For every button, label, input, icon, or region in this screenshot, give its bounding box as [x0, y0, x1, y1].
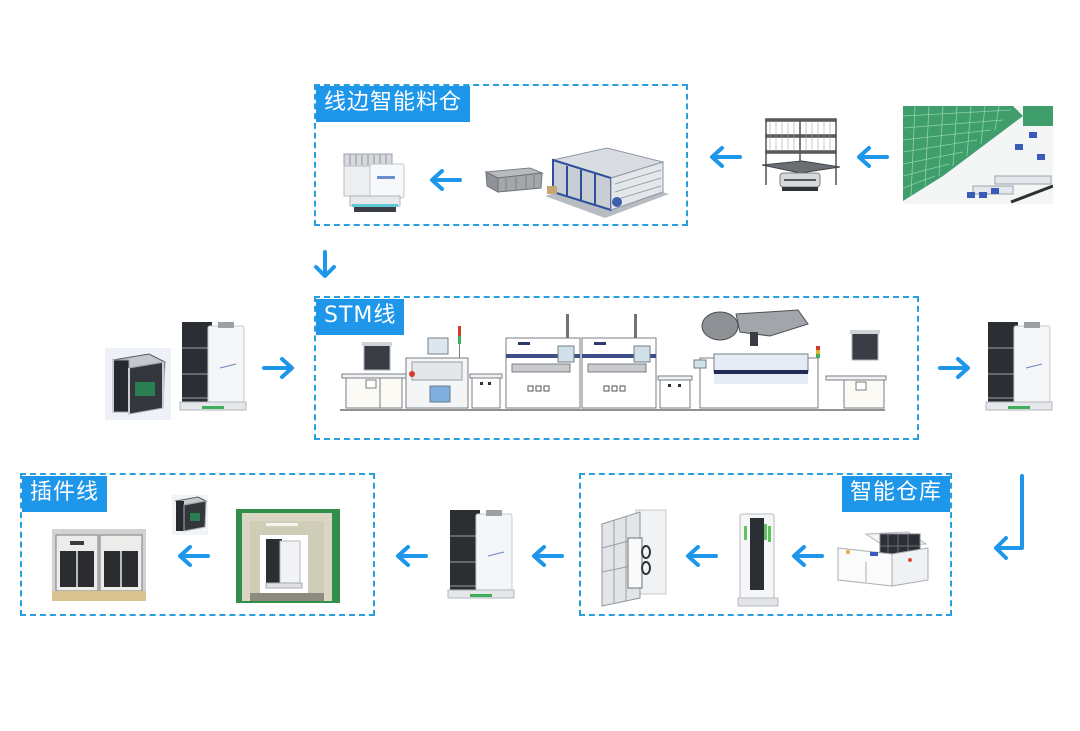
tray-agv-robot — [340, 148, 410, 216]
warehouse-label: 智能仓库 — [842, 476, 951, 512]
arrow-left-icon — [428, 169, 462, 191]
elevator-with-agv — [236, 509, 340, 603]
magazine-agv-bottom — [446, 506, 516, 602]
warehouse-section — [579, 473, 952, 616]
arrow-down-left-icon — [990, 474, 1030, 562]
arrow-left-icon — [684, 545, 718, 567]
arrow-right-icon — [262, 357, 296, 379]
linebox-section — [314, 84, 688, 226]
arrow-left-icon — [176, 545, 210, 567]
arrow-left-icon — [855, 146, 889, 168]
arrow-left-icon — [530, 545, 564, 567]
arrow-left-icon — [394, 545, 428, 567]
smt-section — [314, 296, 919, 440]
automated-storage-unit — [545, 140, 670, 220]
insertion-label: 插件线 — [22, 476, 108, 512]
cabinet-storage — [600, 508, 670, 608]
magazine-rack-left — [105, 348, 171, 420]
tower-storage — [736, 512, 780, 610]
shelf-on-agv — [761, 117, 841, 195]
magazine-small-insertion — [172, 495, 208, 535]
insertion-section — [20, 473, 375, 616]
smt-label: STM线 — [316, 299, 405, 335]
arrow-down-icon — [313, 250, 337, 280]
linebox-label: 线边智能料仓 — [316, 86, 471, 122]
magazine-agv-right — [984, 318, 1054, 414]
arrow-left-icon — [790, 545, 824, 567]
magazine-agv-left — [178, 318, 248, 414]
insertion-line-machines — [52, 529, 146, 601]
smt-production-line — [340, 302, 905, 420]
magazine-small — [362, 342, 392, 371]
tote-bin — [484, 164, 544, 194]
green-shelf-storage — [903, 106, 1053, 204]
arrow-right-icon — [938, 357, 972, 379]
conveyor-docking-station — [836, 530, 932, 594]
arrow-left-icon — [708, 146, 742, 168]
